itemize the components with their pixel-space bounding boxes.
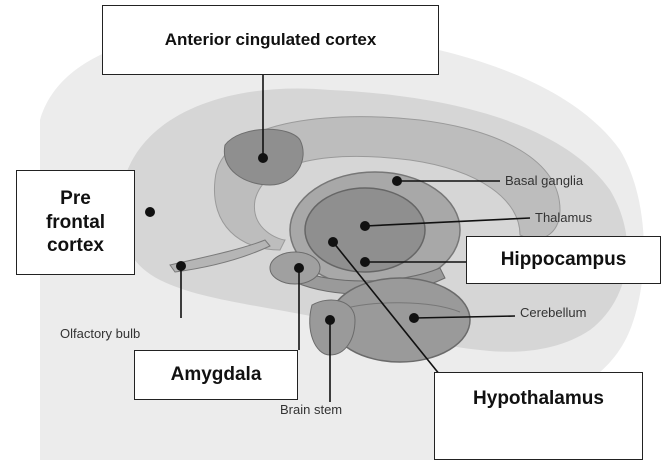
label-brain-stem: Brain stem (280, 402, 342, 417)
label-amygdala: Amygdala (134, 350, 298, 400)
label-hypothalamus: Hypothalamus (434, 372, 643, 460)
dot-cerebellum (409, 313, 419, 323)
hippocampus-text: Hippocampus (501, 248, 627, 272)
amygdala-text: Amygdala (171, 363, 262, 387)
dot-hypothalamus (328, 237, 338, 247)
dot-acc (258, 153, 268, 163)
label-hippocampus: Hippocampus (466, 236, 661, 284)
label-cerebellum: Cerebellum (520, 305, 586, 320)
dot-prefrontal (145, 207, 155, 217)
label-olfactory-bulb: Olfactory bulb (60, 326, 140, 341)
dot-hippocampus (360, 257, 370, 267)
anterior-cingulated-cortex-text: Anterior cingulated cortex (165, 29, 377, 50)
dot-brainstem (325, 315, 335, 325)
dot-olfactory (176, 261, 186, 271)
label-pre-frontal-cortex: Pre frontal cortex (16, 170, 135, 275)
pre-frontal-cortex-text: Pre frontal cortex (46, 187, 105, 258)
hypothalamus-text: Hypothalamus (473, 387, 604, 411)
dot-basal (392, 176, 402, 186)
label-basal-ganglia: Basal ganglia (505, 173, 583, 188)
label-thalamus: Thalamus (535, 210, 592, 225)
dot-amygdala (294, 263, 304, 273)
dot-thalamus (360, 221, 370, 231)
label-anterior-cingulated-cortex: Anterior cingulated cortex (102, 5, 439, 75)
